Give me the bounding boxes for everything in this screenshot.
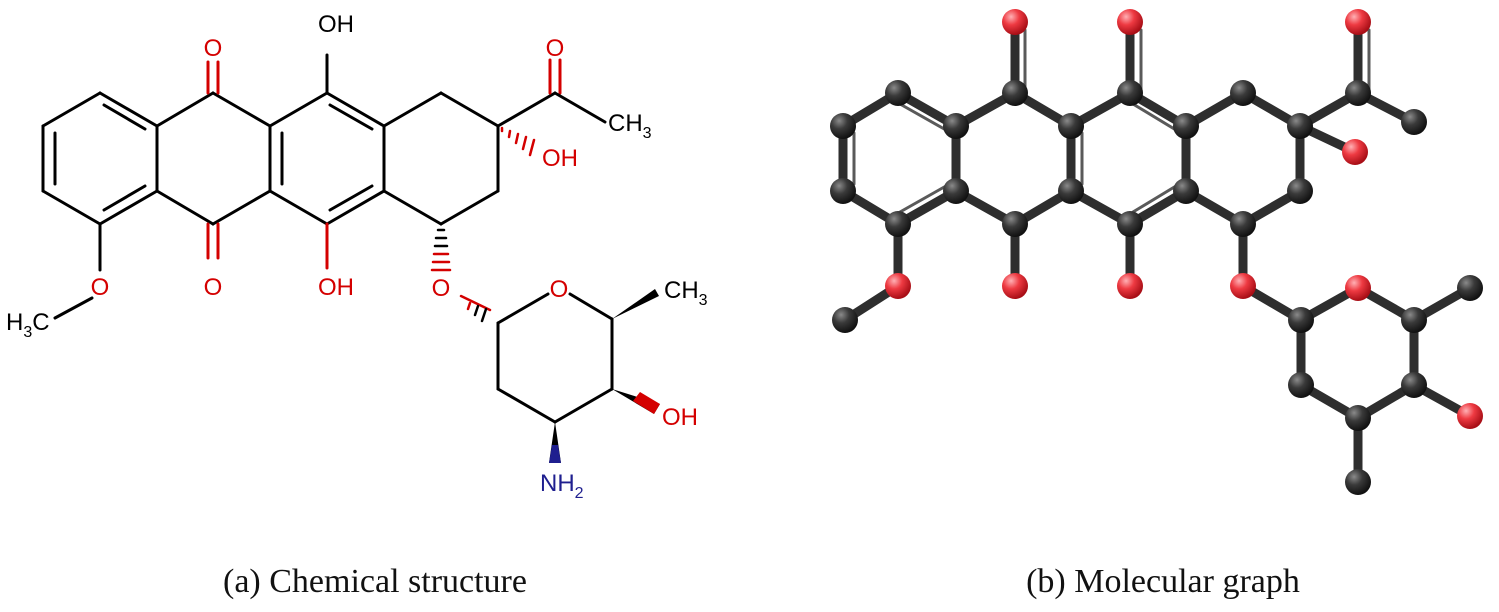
ring-c	[268, 91, 386, 226]
label-oh-top: OH	[318, 11, 354, 38]
molecular-graph-panel	[830, 9, 1483, 495]
graph-edges	[838, 17, 1475, 487]
label-ch3-sugar: CH3	[664, 277, 708, 309]
graph-carbon-nodes	[830, 80, 1483, 495]
label-nh2: NH2	[540, 470, 584, 502]
ring-a	[41, 91, 159, 226]
ring-d	[382, 91, 500, 226]
wedge-methyl	[612, 289, 659, 319]
hash-wedge-glyco	[430, 228, 452, 272]
label-o-acetyl: O	[546, 35, 565, 62]
label-o-bottom: O	[204, 274, 223, 301]
chemical-structure-panel	[41, 53, 660, 463]
sugar-ring	[459, 292, 614, 424]
label-oh-ring: OH	[542, 145, 578, 172]
graph-oxygen-nodes	[885, 9, 1483, 429]
caption-chemical-structure: (a) Chemical structure	[223, 563, 527, 600]
label-o-methoxy: O	[91, 274, 110, 301]
label-o-sugar: O	[550, 276, 569, 303]
hash-wedge-oh	[500, 126, 536, 157]
label-o-top: O	[204, 35, 223, 62]
label-o-glyco: O	[432, 275, 451, 302]
label-oh-sugar: OH	[662, 404, 698, 431]
label-ch3-acetyl: CH3	[608, 110, 652, 142]
caption-molecular-graph: (b) Molecular graph	[1026, 563, 1300, 600]
ring-b	[155, 91, 272, 226]
hash-wedge-anomeric	[466, 301, 488, 323]
label-oh-bottom: OH	[318, 274, 354, 301]
label-h3c: H3C	[6, 309, 50, 341]
atom-labels: O OH O CH3 OH O OH O H3C O O CH3 OH NH2	[6, 11, 708, 502]
quinone-carbonyls	[206, 60, 220, 260]
